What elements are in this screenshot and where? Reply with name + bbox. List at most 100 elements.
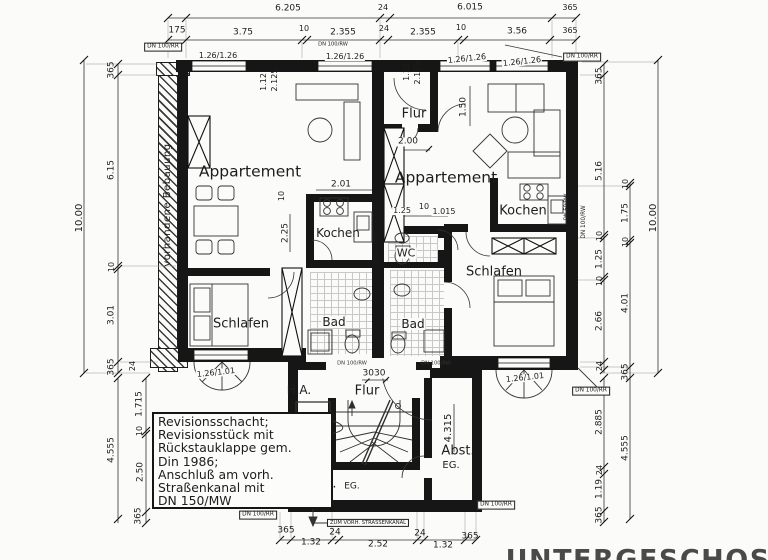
- dim-left-lower-1: 10: [135, 425, 144, 437]
- dim-left-lower-3: 365: [133, 507, 144, 525]
- dim-top2-2: 10: [298, 24, 310, 33]
- pipe-box-bottom-center: DN 100/RR: [477, 500, 515, 510]
- room-storage-right-2: EG.: [442, 460, 460, 471]
- pipe-box-bottom-left: DN 100/RR: [239, 510, 277, 520]
- dim-window-top-1: 1.26/1.26: [197, 51, 239, 60]
- dim-right-2: 10: [595, 230, 604, 242]
- dim-right-4: 10: [595, 275, 604, 287]
- room-hall-bottom: Flur: [354, 383, 380, 399]
- dim-rlow-0: 2.885: [594, 409, 605, 435]
- room-wc: WC: [395, 246, 417, 260]
- dim-right-1: 5.16: [594, 160, 605, 182]
- pipe-vert-right-wall: DN 100/RW: [581, 205, 588, 239]
- street-canal-note: ZUM VORH. STRASSENKANAL: [326, 518, 410, 528]
- dim-top1-1: 24: [377, 3, 389, 12]
- dim-bot-6: 365: [461, 531, 479, 542]
- dim-stair-height: 4.315: [443, 413, 454, 443]
- pipe-vert-kitchen-right: DN 50/RW: [563, 193, 570, 221]
- dim-left-2: 10: [107, 261, 116, 273]
- dim-left-outer: 10.00: [74, 203, 85, 233]
- dim-bot-3: 2.52: [367, 539, 389, 550]
- dim-left-b: 2.25: [280, 222, 291, 244]
- dim-top1-0: 6.205: [275, 3, 301, 14]
- dim-rlow-outer: 4.555: [620, 435, 631, 461]
- dim-rmid-0: 10: [621, 178, 630, 190]
- dim-top2-0: 175: [168, 25, 186, 36]
- dim-kitchen-left: 2.01: [329, 179, 353, 190]
- dim-wc-a: 1.25: [392, 206, 412, 215]
- dim-rlow-1: 24: [595, 464, 604, 476]
- dim-top2-7: 3.56: [506, 26, 528, 37]
- revision-line-6: Straßenkanal mit: [158, 480, 265, 496]
- revision-line-5: Anschluß am vorh.: [158, 466, 274, 482]
- dim-flur-width: 2.00: [396, 136, 420, 147]
- dim-rmid-4: 365: [620, 363, 631, 381]
- dim-right-0: 365: [594, 67, 605, 85]
- pipe-top-center: DN 100/RW: [318, 41, 348, 48]
- dim-top2-5: 2.355: [410, 27, 436, 38]
- dim-right-3: 1.25: [594, 248, 605, 270]
- room-apartment-right: Appartement: [394, 168, 498, 187]
- pipe-box-top-right: DN 100/RR: [563, 52, 601, 62]
- dim-door-left-b: 2.125: [270, 68, 279, 92]
- dim-stair-top: 3030: [361, 368, 387, 379]
- dim-rmid-3: 4.01: [620, 292, 631, 314]
- dim-rmid-2: 10: [621, 236, 630, 248]
- existing-building-note: vorhandene Bebauung: [162, 143, 173, 267]
- dim-right-5: 2.66: [594, 310, 605, 332]
- room-bedroom-right: Schlafen: [465, 264, 523, 280]
- dim-left-lower-0: 1.715: [134, 391, 145, 417]
- revision-note-block: Revisionsschacht; Revisionsstück mit Rüc…: [152, 412, 333, 509]
- revision-line-3: Rückstauklappe gem.: [158, 440, 292, 456]
- dim-left-lower-outer: 4.555: [106, 437, 117, 463]
- dim-window-top-2: 1.26/1.26: [324, 52, 366, 61]
- dim-sofa-right: 1.50: [458, 96, 469, 118]
- dim-left-4: 365: [106, 358, 117, 376]
- dim-rlow-3: 365: [594, 506, 605, 524]
- dim-bot-1: 1.32: [300, 537, 322, 548]
- room-storage-bottom-suffix: EG.: [344, 481, 360, 492]
- revision-line-4: Din 1986;: [158, 453, 219, 469]
- dim-left-24: 24: [128, 360, 137, 372]
- dim-wc-c: 1.015: [431, 207, 457, 216]
- pipe-box-top-left: DN 100/RR: [144, 42, 182, 52]
- dim-right-outer: 10.00: [648, 203, 659, 233]
- dim-bot-5: 1.32: [432, 540, 454, 551]
- pipe-vert-mid-wall: DN 100/MW: [373, 231, 380, 263]
- dim-left-0: 365: [106, 61, 117, 79]
- dim-door-left-a: 1.12: [259, 73, 268, 91]
- dim-left-1: 6.15: [106, 159, 117, 181]
- revision-line-7: DN 150/MW: [158, 493, 232, 509]
- dim-bot-0: 365: [277, 525, 295, 536]
- dim-left-lower-2: 2.50: [135, 461, 146, 483]
- bath-left-tiles: [310, 272, 372, 354]
- dim-top2-6: 10: [455, 23, 467, 32]
- room-hall-top: Flur: [401, 106, 427, 122]
- dim-rmid-1: 1.75: [620, 202, 631, 224]
- sheet-title: UNTERGESCHOSS: [505, 544, 768, 560]
- pipe-box-right-corner: DN 100/RR: [572, 386, 610, 396]
- pipe-wall-bottom-left: DN 100/RW: [337, 360, 367, 367]
- dim-top2-8: 365: [562, 26, 578, 35]
- dim-top1-2: 6.015: [457, 2, 483, 13]
- dim-top2-1: 3.75: [232, 27, 254, 38]
- pipe-wall-bottom-right: DN 100/RW: [421, 360, 451, 367]
- room-bedroom-left: Schlafen: [212, 316, 270, 332]
- room-kitchen-right: Kochen: [499, 203, 547, 219]
- room-storage-right-1: Abst.: [441, 443, 475, 459]
- room-bath-right: Bad: [400, 317, 426, 331]
- room-house-connection: H.A.: [286, 383, 312, 397]
- dim-rlow-2: 1.19: [594, 478, 605, 500]
- revision-line-1: Revisionsschacht;: [158, 414, 269, 429]
- dim-wc-b: 10: [417, 202, 431, 211]
- dim-bot-4: 24: [414, 528, 426, 539]
- dim-top2-3: 2.355: [330, 27, 356, 38]
- dim-door-mid-b: 2.125: [413, 61, 422, 85]
- dim-top2-4: 24: [378, 24, 390, 33]
- dim-left-a: 10: [277, 190, 286, 202]
- furniture: [189, 83, 567, 528]
- dim-bot-2: 24: [329, 527, 341, 538]
- dim-door-mid-a: 1.12: [402, 63, 411, 81]
- dim-top1-3: 365: [562, 3, 578, 12]
